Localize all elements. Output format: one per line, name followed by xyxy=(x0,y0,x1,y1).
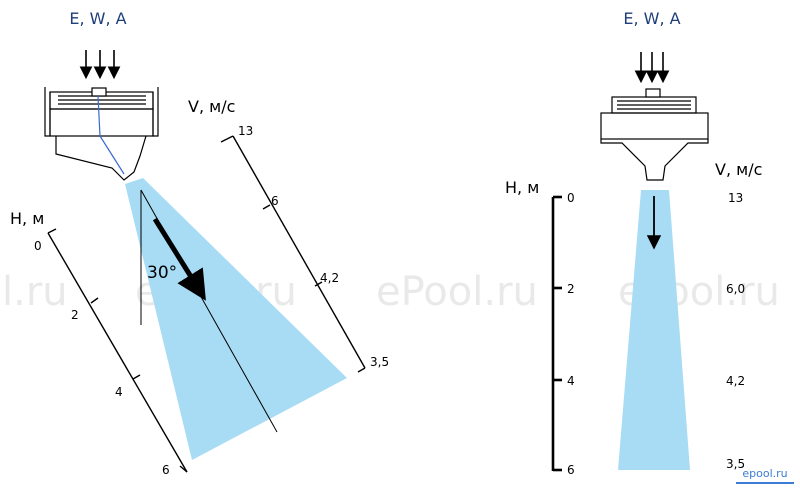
vertical-heater-unit xyxy=(600,88,709,181)
angled-height-tick-0: 0 xyxy=(34,239,42,253)
angled-arrows-label: E, W, A xyxy=(69,9,126,28)
angled-velocity-tick-4-2: 4,2 xyxy=(320,271,339,285)
vertical-velocity-tick-4-2: 4,2 xyxy=(726,374,745,388)
vertical-inflow-arrows xyxy=(634,52,670,84)
angled-height-tick-2: 2 xyxy=(71,308,79,322)
angle-label: 30° xyxy=(147,263,177,283)
angled-unit-diagram: E, W, A 30° xyxy=(10,9,389,477)
angled-velocity-tick-13: 13 xyxy=(238,124,253,138)
vertical-height-axis xyxy=(551,195,562,472)
angled-height-axis-title: H, м xyxy=(10,209,44,228)
angled-velocity-axis xyxy=(220,135,366,373)
angled-height-tick-6: 6 xyxy=(162,463,170,477)
vertical-height-tick-0: 0 xyxy=(567,191,575,205)
angled-inflow-arrows xyxy=(79,50,121,80)
vertical-unit-diagram: E, W, A H, м 0 2 4 6 xyxy=(505,9,762,477)
corner-logo: epool.ru xyxy=(736,466,794,484)
vertical-velocity-tick-6-0: 6,0 xyxy=(726,282,745,296)
angled-height-tick-4: 4 xyxy=(115,385,123,399)
angled-air-jet xyxy=(125,178,347,460)
vertical-velocity-tick-3-5: 3,5 xyxy=(726,457,745,471)
vertical-height-tick-4: 4 xyxy=(567,374,575,388)
vertical-height-tick-2: 2 xyxy=(567,282,575,296)
vertical-height-axis-title: H, м xyxy=(505,178,539,197)
vertical-arrows-label: E, W, A xyxy=(623,9,680,28)
vertical-height-tick-6: 6 xyxy=(567,463,575,477)
angled-velocity-tick-3-5: 3,5 xyxy=(370,355,389,369)
watermark: ePool.ru xyxy=(376,269,538,315)
vertical-velocity-tick-13: 13 xyxy=(728,191,743,205)
watermark-fragment: l.ru xyxy=(2,269,68,315)
jet-direction-arrow xyxy=(152,217,206,301)
angled-velocity-tick-6: 6 xyxy=(271,194,279,208)
vertical-velocity-axis-title: V, м/с xyxy=(715,160,762,179)
angled-velocity-axis-title: V, м/с xyxy=(188,97,235,116)
vertical-air-jet xyxy=(618,190,690,470)
angled-heater-unit xyxy=(44,87,159,181)
angled-height-axis xyxy=(47,228,188,473)
